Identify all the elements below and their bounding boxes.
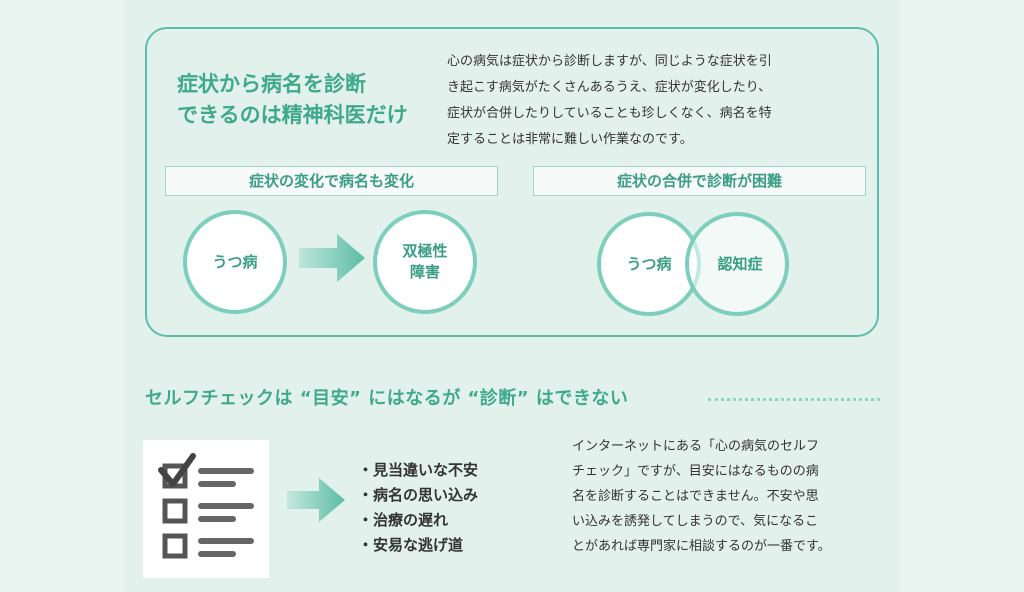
panel-title: 症状から病名を診断 できるのは精神科医だけ (177, 72, 408, 127)
dotted-divider (708, 398, 880, 401)
list-item: 安易な逃げ道 (358, 533, 478, 558)
label-symptom-change: 症状の変化で病名も変化 (165, 166, 498, 196)
circle-depression-left-label: うつ病 (212, 252, 258, 271)
label-symptom-combination: 症状の合併で診断が困難 (533, 166, 866, 196)
circle-dementia-label: 認知症 (717, 254, 763, 273)
self-check-description: インターネットにある「心の病気のセルフ チェック」ですが、目安にはなるものの病 … (572, 439, 831, 554)
diagnosis-panel: 症状から病名を診断 できるのは精神科医だけ 心の病気は症状から診断しますが、同じ… (145, 27, 879, 337)
circle-bipolar-label: 双極性 障害 (402, 242, 448, 281)
list-item: 病名の思い込み (358, 483, 478, 508)
list-item: 見当違いな不安 (358, 458, 478, 483)
circle-dementia: 認知症 (685, 212, 789, 316)
risk-list: 見当違いな不安 病名の思い込み 治療の遅れ 安易な逃げ道 (358, 458, 478, 558)
checklist-icon (158, 453, 254, 559)
circle-depression-right: うつ病 (597, 212, 701, 316)
checklist-card (143, 440, 269, 578)
list-item: 治療の遅れ (358, 508, 478, 533)
arrow-right-icon (299, 234, 365, 282)
section-title: セルフチェックは “目安” にはなるが “診断” はできない (145, 388, 629, 409)
left-margin (0, 0, 125, 592)
circle-bipolar: 双極性 障害 (373, 210, 477, 314)
arrow-right-icon (287, 478, 345, 522)
circle-depression-right-label: うつ病 (626, 254, 672, 273)
panel-description: 心の病気は症状から診断しますが、同じような症状を引 き起こす病気がたくさんあるう… (447, 54, 772, 147)
right-margin (899, 0, 1024, 592)
circle-depression-left: うつ病 (183, 210, 287, 314)
